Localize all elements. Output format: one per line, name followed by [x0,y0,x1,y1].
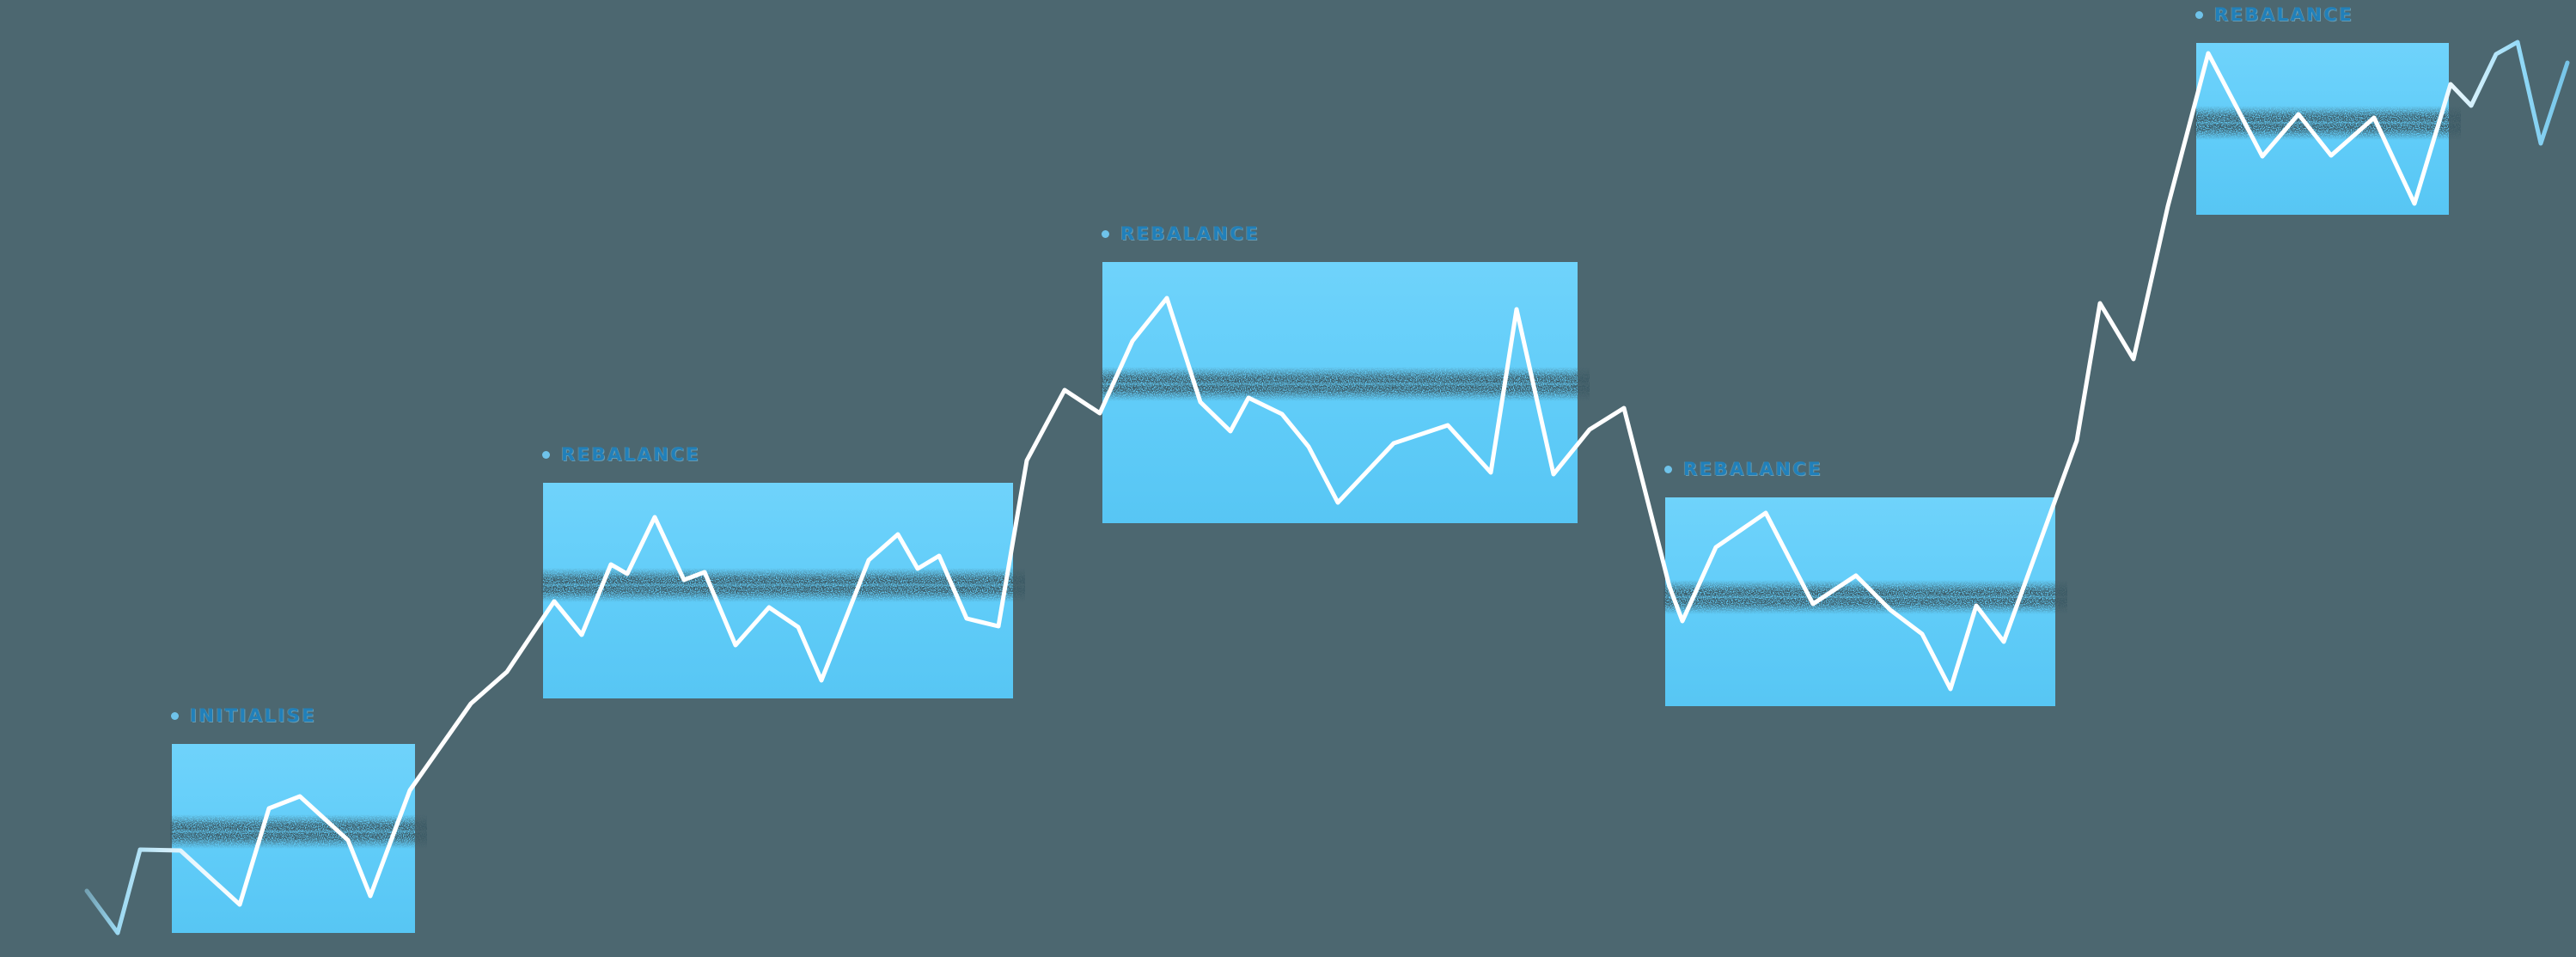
annotation-text: REBALANCE [561,444,701,465]
annotation-label: INITIALISE [171,704,316,727]
annotation-text: INITIALISE [190,705,317,726]
annotation-label: REBALANCE [1664,458,1822,480]
rebalance-band [1101,367,1590,401]
annotation-label: REBALANCE [1102,222,1260,245]
rebalance-band [170,814,427,849]
annotation-label: REBALANCE [2195,3,2353,26]
bullet-icon [1664,465,1672,473]
rebalance-band [2194,106,2461,140]
rebalance-band [541,568,1025,602]
rebalance-bands [170,106,2461,849]
annotation-text: REBALANCE [1683,459,1823,479]
bullet-icon [171,711,179,720]
annotation-text: REBALANCE [2214,4,2354,25]
annotation-text: REBALANCE [1120,223,1261,244]
price-line [84,40,2570,936]
bullet-icon [1102,229,1109,238]
annotation-label: REBALANCE [542,443,700,466]
bullet-icon [2195,10,2203,19]
bullet-icon [542,450,550,459]
